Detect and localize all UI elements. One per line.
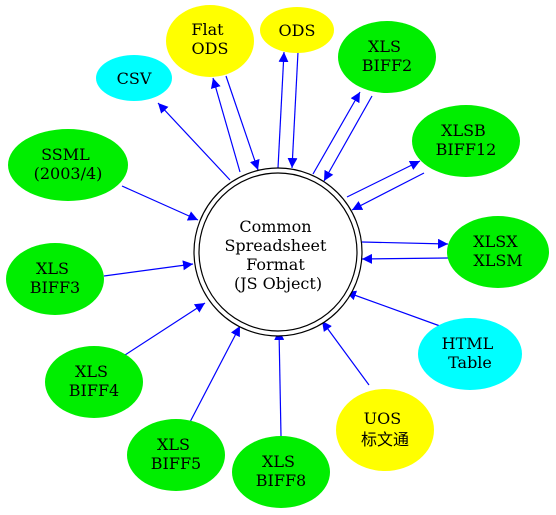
center-label-line: (JS Object) <box>234 274 322 293</box>
edge-to-ods <box>277 51 289 169</box>
svg-text:Flat ODS: Flat ODS <box>191 20 228 58</box>
node-label-line: XLSX <box>473 232 518 251</box>
edge-to-xlsb <box>346 160 421 198</box>
node-label-line: UOS <box>364 409 402 428</box>
svg-text:XLS BIFF5: XLS BIFF5 <box>151 435 201 473</box>
node-csv: CSV <box>96 55 172 101</box>
node-shape <box>96 55 172 101</box>
node-shape <box>447 216 549 288</box>
edge-to-flat-ods <box>210 77 241 173</box>
node-label-line: XLS <box>36 259 69 278</box>
node-ssml: SSML (2003/4) <box>8 129 128 201</box>
node-label-line: Table <box>448 353 492 372</box>
svg-text:XLS BIFF2: XLS BIFF2 <box>362 37 412 75</box>
node-label-line: BIFF2 <box>362 56 412 75</box>
node-label-line: ODS <box>279 21 316 40</box>
svg-text:UOS 标文通: UOS 标文通 <box>361 409 409 449</box>
edge-to-xls-biff2 <box>312 91 361 175</box>
node-shape <box>260 7 334 53</box>
node-label-line: BIFF3 <box>30 278 80 297</box>
node-shape <box>418 318 522 390</box>
svg-text:ODS: ODS <box>279 21 316 40</box>
svg-text:XLSX XLSM: XLSX XLSM <box>473 232 522 270</box>
node-xls-biff3: XLS BIFF3 <box>6 243 104 315</box>
svg-text:CSV: CSV <box>117 69 152 88</box>
node-xlsx: XLSX XLSM <box>447 216 549 288</box>
node-label-line: 标文通 <box>361 430 409 449</box>
center-label-line: Common <box>239 217 311 236</box>
node-label-line: CSV <box>117 69 152 88</box>
node-label-line: ODS <box>192 39 229 58</box>
node-shape <box>45 346 143 418</box>
node-label-line: XLSB <box>441 121 486 140</box>
node-shape <box>412 105 520 177</box>
node-label-line: XLS <box>157 435 190 454</box>
svg-text:XLS BIFF3: XLS BIFF3 <box>30 259 80 297</box>
edge-from-xls-biff3 <box>103 260 194 277</box>
center-node: Common Spreadsheet Format (JS Object) <box>193 167 363 337</box>
node-xls-biff8: XLS BIFF8 <box>232 436 330 508</box>
node-html-table: HTML Table <box>418 318 522 390</box>
center-label: Common Spreadsheet Format (JS Object) <box>224 217 331 293</box>
node-flat-ods: Flat ODS <box>166 5 254 77</box>
edge-from-html <box>345 290 441 327</box>
svg-text:XLS BIFF4: XLS BIFF4 <box>69 362 119 400</box>
edges <box>103 51 449 437</box>
edge-to-xlsx <box>361 238 449 249</box>
svg-text:XLSB BIFF12: XLSB BIFF12 <box>436 121 497 159</box>
svg-text:HTML Table: HTML Table <box>442 334 499 372</box>
edge-from-flat-ods <box>225 75 260 171</box>
node-shape <box>6 243 104 315</box>
svg-text:XLS BIFF8: XLS BIFF8 <box>256 452 306 490</box>
edge-from-xls-biff4 <box>124 302 206 356</box>
node-label-line: XLS <box>262 452 295 471</box>
node-label-line: BIFF8 <box>256 471 306 490</box>
node-shape <box>338 21 436 93</box>
node-label-line: BIFF12 <box>436 140 497 159</box>
node-label-line: XLS <box>368 37 401 56</box>
center-label-line: Spreadsheet <box>224 236 327 255</box>
node-label-line: XLSM <box>473 251 522 270</box>
node-shape <box>336 389 434 471</box>
edge-from-ssml <box>121 185 199 221</box>
node-label-line: XLS <box>75 362 108 381</box>
node-label-line: SSML <box>41 145 90 164</box>
svg-text:SSML (2003/4): SSML (2003/4) <box>34 145 103 183</box>
node-xls-biff4: XLS BIFF4 <box>45 346 143 418</box>
node-shape <box>127 419 225 491</box>
edge-from-ods <box>287 51 299 169</box>
edge-from-xlsb <box>351 172 425 211</box>
edge-from-xls-biff2 <box>323 95 373 182</box>
node-shape <box>232 436 330 508</box>
node-label-line: (2003/4) <box>34 164 103 183</box>
edge-from-xls-biff5 <box>189 325 241 423</box>
node-xls-biff5: XLS BIFF5 <box>127 419 225 491</box>
node-xls-biff2: XLS BIFF2 <box>338 21 436 93</box>
node-label-line: HTML <box>442 334 494 353</box>
edge-from-uos <box>321 320 370 386</box>
node-uos: UOS 标文通 <box>336 389 434 471</box>
node-label-line: BIFF5 <box>151 454 201 473</box>
center-label-line: Format <box>246 255 305 274</box>
node-shape <box>166 5 254 77</box>
edge-to-csv <box>157 102 231 181</box>
node-ods: ODS <box>260 7 334 53</box>
node-shape <box>8 129 128 201</box>
edge-from-xlsx <box>361 253 449 264</box>
node-label-line: Flat <box>191 20 224 39</box>
node-xlsb: XLSB BIFF12 <box>412 105 520 177</box>
edge-from-xls-biff8 <box>274 329 285 437</box>
node-label-line: BIFF4 <box>69 381 119 400</box>
